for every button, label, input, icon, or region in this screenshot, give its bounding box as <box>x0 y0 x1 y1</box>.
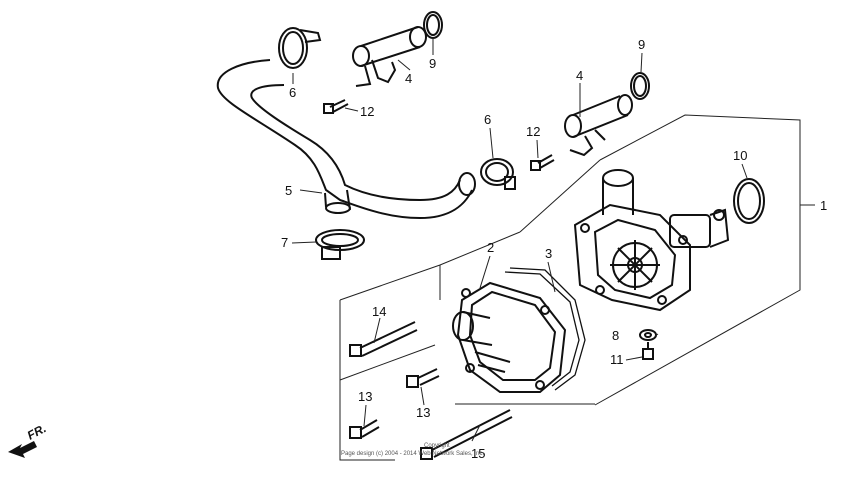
front-arrow-icon <box>8 441 37 458</box>
bolt-12-upper <box>323 99 349 114</box>
callout-part-10: 10 <box>733 148 747 163</box>
o-ring-upper <box>423 11 443 39</box>
bolt-11 <box>642 342 654 360</box>
washer-8 <box>639 329 657 341</box>
pump-gasket <box>504 267 586 391</box>
callout-part-12-lower: 12 <box>526 124 540 139</box>
water-hose <box>216 59 476 220</box>
hose-clamp-lower <box>315 229 365 260</box>
callout-part-9-lower: 9 <box>638 37 645 52</box>
callout-part-6-upper: 6 <box>289 85 296 100</box>
hose-clamp-middle <box>480 158 516 190</box>
callout-part-8: 8 <box>612 328 619 343</box>
bolt-14 <box>349 321 418 357</box>
bolt-13-lower <box>349 419 380 439</box>
callout-part-3: 3 <box>545 246 552 261</box>
o-ring-large <box>733 178 765 224</box>
callout-part-9-upper: 9 <box>429 56 436 71</box>
callout-part-12-upper: 12 <box>360 104 374 119</box>
o-ring-lower <box>630 72 650 100</box>
assembly-boundary <box>339 114 815 461</box>
pump-cover <box>452 281 567 393</box>
water-pipe-upper <box>352 26 427 87</box>
bolt-12-lower <box>530 154 555 171</box>
copyright-caption: Copyright Page design (c) 2004 - 2014 We… <box>341 443 484 457</box>
callout-part-6-lower: 6 <box>484 112 491 127</box>
part-callouts: 1 2 3 4 4 5 6 6 7 8 9 9 10 11 12 12 13 1… <box>281 37 827 461</box>
front-label: FR. <box>25 421 49 442</box>
water-pipe-lower <box>564 94 633 157</box>
callout-part-15: 15 <box>471 446 485 461</box>
callout-part-4-lower: 4 <box>576 68 583 83</box>
callout-part-1: 1 <box>820 198 827 213</box>
copyright-line-2: Page design (c) 2004 - 2014 Web Network … <box>341 451 484 457</box>
water-pump-body <box>573 169 730 312</box>
leader-lines <box>291 38 748 442</box>
callout-part-11: 11 <box>610 352 624 367</box>
callout-part-7: 7 <box>281 235 288 250</box>
callout-part-14: 14 <box>372 304 386 319</box>
copyright-line-1: Copyright <box>424 443 450 449</box>
callout-part-5: 5 <box>285 183 292 198</box>
bolt-13-upper <box>406 368 440 388</box>
callout-part-4-upper: 4 <box>405 71 412 86</box>
callout-part-2: 2 <box>487 240 494 255</box>
hose-clamp-upper <box>278 27 322 69</box>
front-direction-indicator: FR. <box>8 421 48 458</box>
callout-part-13-upper: 13 <box>416 405 430 420</box>
bolt-15 <box>420 409 513 460</box>
callout-part-13-lower: 13 <box>358 389 372 404</box>
